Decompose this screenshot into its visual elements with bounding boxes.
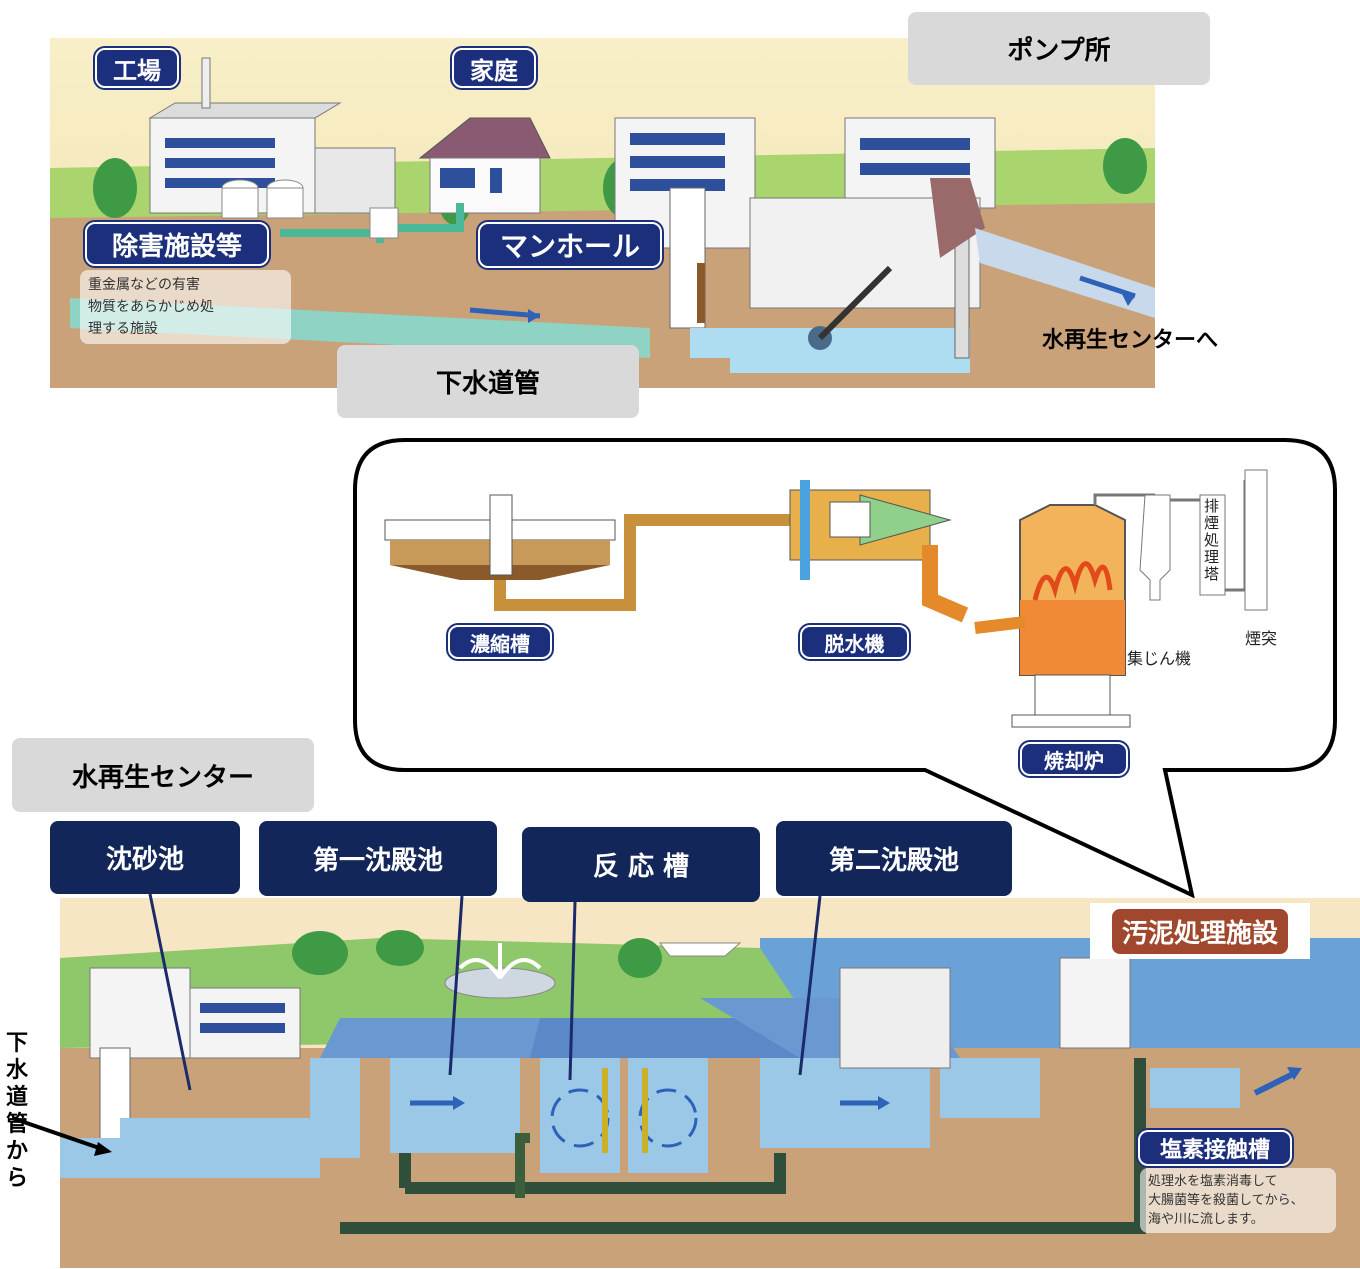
- chlorine-note-line-2: 大腸菌等を殺菌してから、: [1148, 1193, 1304, 1208]
- dust-collector-label: 集じん機: [1127, 649, 1192, 668]
- sewer-scene-illustration: [50, 38, 1155, 388]
- sludge-facility-text: 汚泥処理施設: [1111, 908, 1288, 954]
- pretreatment-note-line-1: 重金属などの有害: [88, 277, 200, 293]
- sewer-pipe-label: 下水道管: [337, 345, 639, 418]
- chlorine-note-line-1: 処理水を塩素消毒して: [1148, 1174, 1278, 1189]
- factory-label: 工場: [95, 48, 179, 88]
- thickener-label: 濃縮槽: [448, 625, 552, 659]
- chlorine-note-line-3: 海や川に流します。: [1148, 1212, 1264, 1227]
- sewer-scene: [50, 38, 1155, 388]
- reaction-tank-label: 反 応 槽: [522, 827, 760, 902]
- pump-station-label: ポンプ所: [908, 12, 1210, 85]
- chlorine-note: 処理水を塩素消毒して 大腸菌等を殺菌してから、 海や川に流します。: [1140, 1168, 1336, 1233]
- pretreatment-note-line-2: 物質をあらかじめ処: [88, 299, 214, 315]
- center-title: 水再生センター: [12, 738, 314, 812]
- chimney-label: 煙突: [1245, 629, 1278, 648]
- chlorine-tank-label: 塩素接触槽: [1138, 1130, 1292, 1166]
- pretreatment-note: 重金属などの有害 物質をあらかじめ処 理する施設: [80, 270, 291, 344]
- secondary-tank-label: 第二沈殿池: [776, 821, 1012, 896]
- to-center-label: 水再生センターへ: [1042, 328, 1219, 353]
- dewatering-label: 脱水機: [800, 625, 909, 659]
- incinerator-label: 焼却炉: [1020, 742, 1128, 776]
- manhole-label: マンホール: [478, 222, 662, 268]
- pretreatment-label: 除害施設等: [85, 222, 269, 266]
- sludge-facility-label: 汚泥処理施設: [1090, 903, 1310, 959]
- home-label: 家庭: [452, 48, 536, 88]
- grit-chamber-label: 沈砂池: [50, 821, 240, 894]
- primary-tank-label: 第一沈殿池: [259, 821, 497, 896]
- from-sewer-label: 下水道管から: [6, 1031, 29, 1191]
- exhaust-tower-label: 排煙処理塔: [1204, 497, 1220, 583]
- pretreatment-note-line-3: 理する施設: [88, 321, 158, 337]
